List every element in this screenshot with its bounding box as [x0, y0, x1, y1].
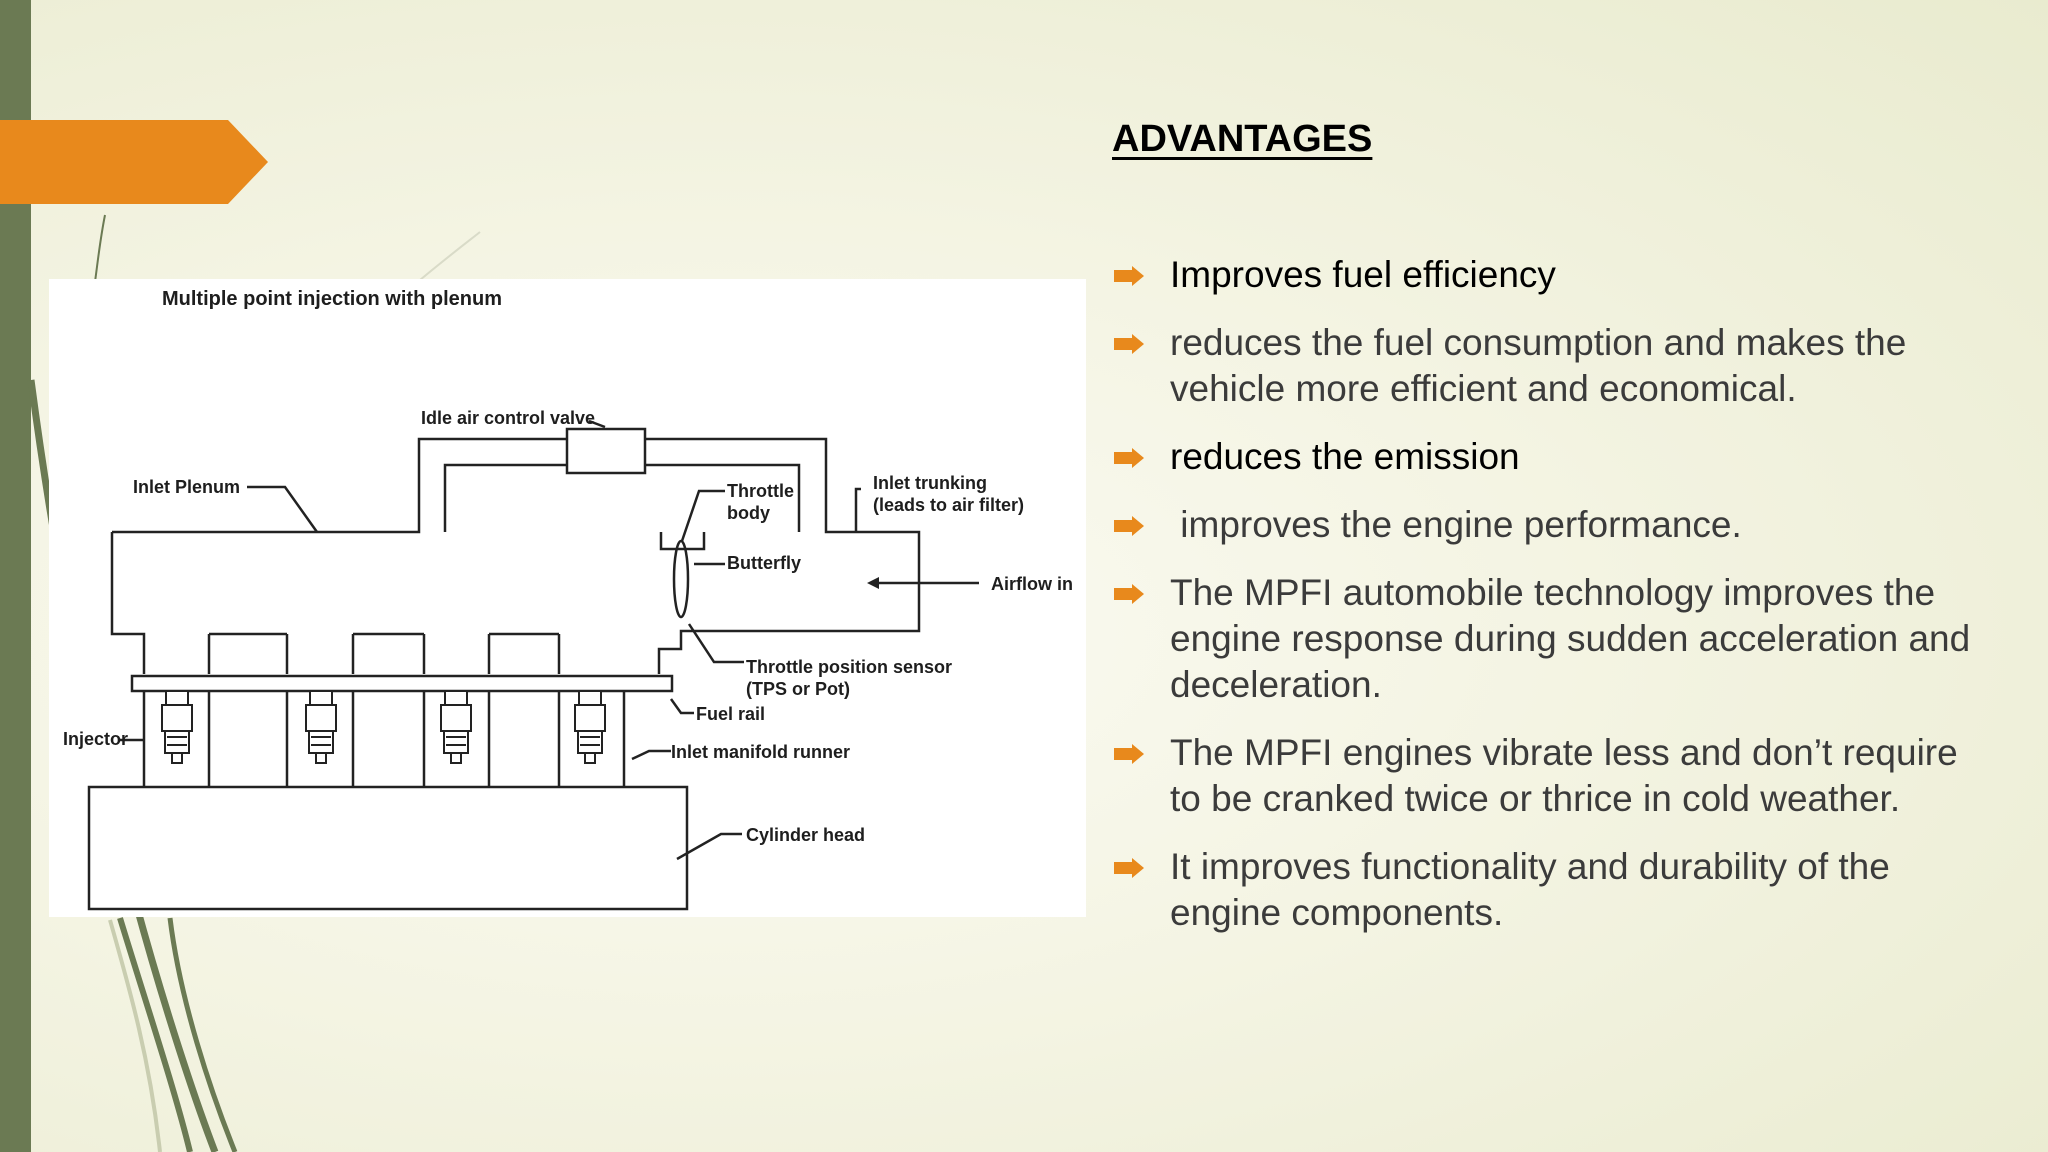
- label-idle-air-control-valve: Idle air control valve: [421, 408, 595, 428]
- bullet-text: The MPFI engines vibrate less and don’t …: [1170, 732, 1958, 819]
- list-item: reduces the emission: [1112, 434, 1972, 480]
- label-throttle-position-sensor-2: (TPS or Pot): [746, 679, 850, 699]
- label-inlet-plenum: Inlet Plenum: [133, 477, 240, 497]
- label-inlet-trunking-1: Inlet trunking: [873, 473, 987, 493]
- slide-heading: ADVANTAGES: [1112, 118, 1373, 160]
- label-throttle-body-1: Throttle: [727, 481, 794, 501]
- list-item: The MPFI automobile technology improves …: [1112, 570, 1972, 708]
- bullet-text: improves the engine performance.: [1170, 504, 1742, 545]
- label-cylinder-head: Cylinder head: [746, 825, 865, 845]
- arrow-bullet-icon: [1114, 858, 1144, 878]
- list-item: The MPFI engines vibrate less and don’t …: [1112, 730, 1972, 822]
- orange-title-tab: [0, 120, 268, 204]
- arrow-bullet-icon: [1114, 516, 1144, 536]
- label-throttle-position-sensor-1: Throttle position sensor: [746, 657, 952, 677]
- label-butterfly: Butterfly: [727, 553, 801, 573]
- label-inlet-manifold-runner: Inlet manifold runner: [671, 742, 850, 762]
- label-airflow-in: Airflow in: [991, 574, 1073, 594]
- bullet-text: reduces the fuel consumption and makes t…: [1170, 322, 1907, 409]
- advantages-list: Improves fuel efficiency reduces the fue…: [1112, 252, 1972, 958]
- list-item: reduces the fuel consumption and makes t…: [1112, 320, 1972, 412]
- arrow-bullet-icon: [1114, 584, 1144, 604]
- list-item: It improves functionality and durability…: [1112, 844, 1972, 936]
- bullet-text: Improves fuel efficiency: [1170, 254, 1556, 295]
- bullet-text: The MPFI automobile technology improves …: [1170, 572, 1971, 705]
- list-item: Improves fuel efficiency: [1112, 252, 1972, 298]
- list-item: improves the engine performance.: [1112, 502, 1972, 548]
- diagram-title: Multiple point injection with plenum: [162, 288, 502, 310]
- mpfi-diagram: Multiple point injection with plenum: [49, 279, 1086, 917]
- bullet-text: It improves functionality and durability…: [1170, 846, 1890, 933]
- bullet-text: reduces the emission: [1170, 436, 1520, 477]
- arrow-bullet-icon: [1114, 266, 1144, 286]
- label-inlet-trunking-2: (leads to air filter): [873, 495, 1024, 515]
- label-throttle-body-2: body: [727, 503, 770, 523]
- label-fuel-rail: Fuel rail: [696, 704, 765, 724]
- label-injector: Injector: [63, 729, 128, 749]
- arrow-bullet-icon: [1114, 334, 1144, 354]
- arrow-bullet-icon: [1114, 448, 1144, 468]
- arrow-bullet-icon: [1114, 744, 1144, 764]
